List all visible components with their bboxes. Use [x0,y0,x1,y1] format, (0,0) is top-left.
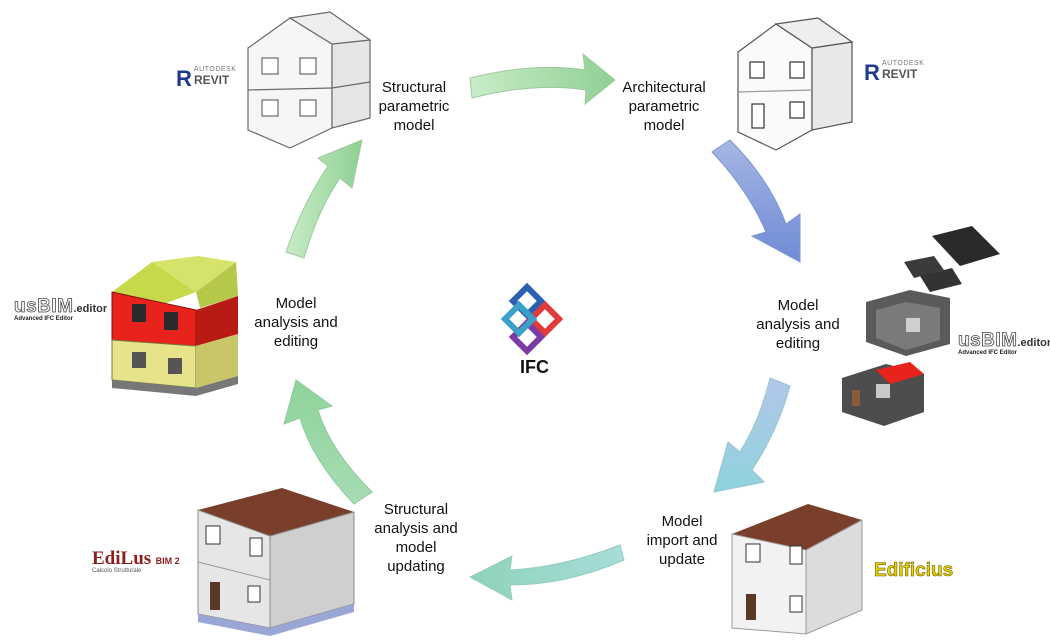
usbim-colored-model [111,256,238,396]
arrow-structural-to-architectural [469,52,616,106]
arrow-import-to-structural-analysis [468,544,625,601]
edificius-model [731,504,863,635]
edilus-model [197,488,355,636]
revit-icon: R [864,60,880,85]
arrow-architectural-to-analysis [711,139,801,263]
structural-wireframe-model [247,11,372,149]
usbim-logo-right: usBIM.editor Advanced IFC Editor [958,330,1050,356]
revit-logo-left: R AUTODESK REVIT [176,66,237,91]
edificius-logo: Edificius [874,560,954,582]
arrow-analysis-left-to-structural [285,139,363,259]
usbim-logo-left: usBIM.editor Advanced IFC Editor [14,296,108,322]
exploded-dark-model [842,226,1000,426]
ifc-label: IFC [520,357,549,377]
revit-icon: R [176,66,192,91]
ifc-logo [500,282,564,356]
arrow-analysis-to-import [713,377,791,493]
architectural-model [737,17,854,151]
edilus-logo: EdiLus BIM 2 Calcolo Strutturale [92,548,180,574]
revit-logo-right: R AUTODESK REVIT [864,60,925,85]
arrow-structural-to-analysis-left [283,379,373,505]
